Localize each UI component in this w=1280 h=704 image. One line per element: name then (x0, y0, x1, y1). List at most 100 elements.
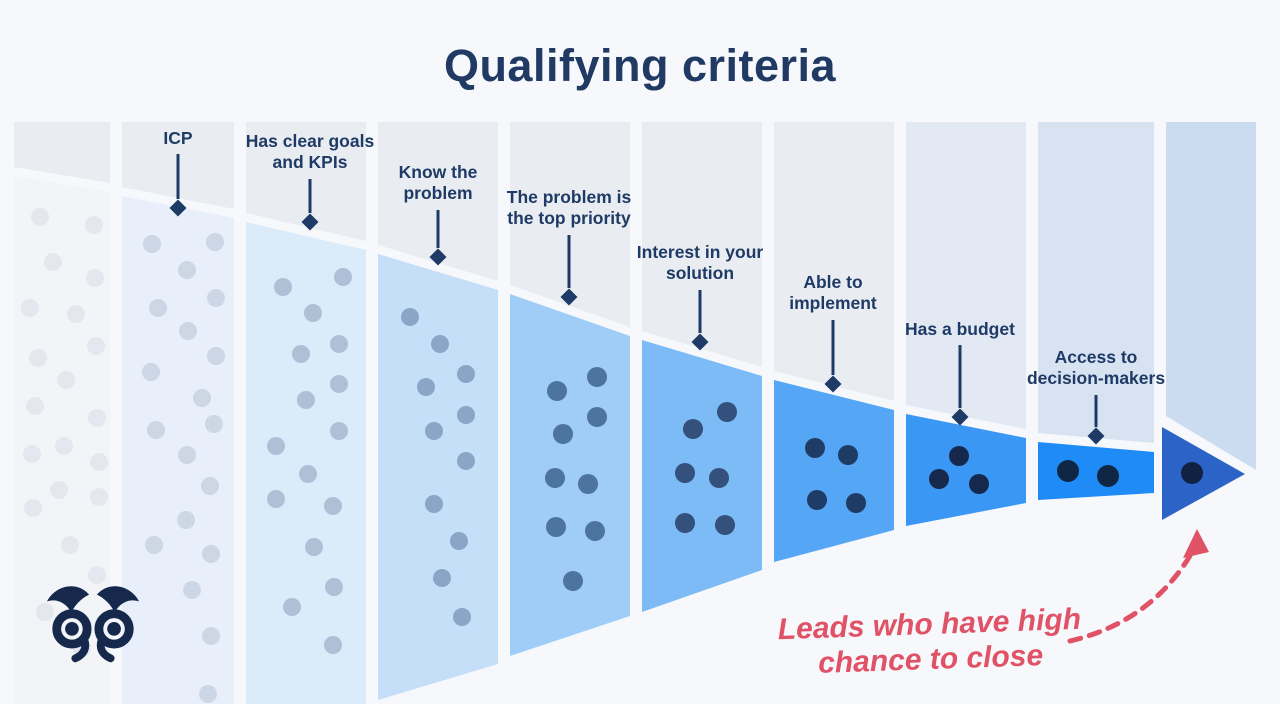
lead-dot (330, 375, 348, 393)
lead-dot (330, 335, 348, 353)
lead-dot (324, 636, 342, 654)
lead-dot (88, 409, 106, 427)
lead-dot (55, 437, 73, 455)
lead-dot (563, 571, 583, 591)
lead-dot (193, 389, 211, 407)
lead-dot (57, 371, 75, 389)
lead-dot (545, 468, 565, 488)
lead-dot (29, 349, 47, 367)
lead-dot (297, 391, 315, 409)
lead-dot (417, 378, 435, 396)
criterion-label-goals-kpis: Has clear goals and KPIs (245, 131, 375, 173)
lead-dot (330, 422, 348, 440)
lead-dot (457, 406, 475, 424)
criterion-label-interest: Interest in your solution (636, 242, 764, 284)
criterion-label-decision-makers: Access to decision-makers (1026, 347, 1166, 389)
funnel-segment (378, 254, 498, 700)
lead-dot (425, 495, 443, 513)
dashed-arrow-icon (1067, 551, 1194, 644)
lead-dot (1097, 465, 1119, 487)
criterion-label-know-problem: Know the problem (398, 162, 478, 204)
lead-dot (578, 474, 598, 494)
lead-dot (142, 363, 160, 381)
lead-dot (206, 233, 224, 251)
funnel-segment (1038, 442, 1154, 500)
lead-dot (267, 490, 285, 508)
lead-dot (334, 268, 352, 286)
label-pointer-diamond-icon (951, 408, 969, 426)
lead-dot (207, 347, 225, 365)
lead-dot (178, 446, 196, 464)
lead-dot (86, 269, 104, 287)
funnel-column-header (1166, 122, 1256, 470)
lead-dot (675, 513, 695, 533)
lead-dot (50, 481, 68, 499)
lead-dot (969, 474, 989, 494)
lead-dot (87, 337, 105, 355)
lead-dot (1181, 462, 1203, 484)
lead-dot (585, 521, 605, 541)
funnel-segment (246, 222, 366, 704)
lead-dot (201, 477, 219, 495)
lead-dot (304, 304, 322, 322)
lead-dot (401, 308, 419, 326)
lead-dot (846, 493, 866, 513)
lead-dot (805, 438, 825, 458)
lead-dot (546, 517, 566, 537)
lead-dot (675, 463, 695, 483)
lead-dot (709, 468, 729, 488)
lead-dot (199, 685, 217, 703)
lead-dot (587, 407, 607, 427)
lead-dot (553, 424, 573, 444)
lead-dot (44, 253, 62, 271)
lead-dot (143, 235, 161, 253)
funnel-column-header (378, 122, 498, 281)
label-pointer-diamond-icon (824, 375, 842, 393)
funnel-column-header (774, 122, 894, 401)
lead-dot (179, 322, 197, 340)
lead-dot (717, 402, 737, 422)
lead-dot (547, 381, 567, 401)
funnel-segment (642, 340, 762, 612)
lead-dot (183, 581, 201, 599)
lead-dot (299, 465, 317, 483)
lead-dot (149, 299, 167, 317)
lead-dot (450, 532, 468, 550)
funnel-column-header (510, 122, 630, 327)
lead-dot (207, 289, 225, 307)
lead-dot (949, 446, 969, 466)
lead-dot (324, 497, 342, 515)
funnel-column-header (642, 122, 762, 367)
funnel-segment (906, 414, 1026, 526)
lead-dot (36, 603, 54, 621)
label-pointer-diamond-icon (560, 288, 578, 306)
funnel-column-header (246, 122, 366, 241)
lead-dot (26, 397, 44, 415)
lead-dot (205, 415, 223, 433)
annotation-leads-close: Leads who have high chance to close (777, 602, 1082, 680)
owl-logo-icon (46, 586, 140, 663)
lead-dot (457, 365, 475, 383)
lead-dot (61, 536, 79, 554)
criterion-label-top-priority: The problem is the top priority (506, 187, 632, 229)
lead-dot (715, 515, 735, 535)
lead-dot (1057, 460, 1079, 482)
lead-dot (23, 445, 41, 463)
lead-dot (683, 419, 703, 439)
lead-dot (457, 452, 475, 470)
lead-dot (202, 627, 220, 645)
lead-dot (431, 335, 449, 353)
lead-dot (202, 545, 220, 563)
lead-dot (90, 453, 108, 471)
lead-dot (85, 216, 103, 234)
funnel-column-header (906, 122, 1026, 429)
funnel-segment (122, 196, 234, 704)
lead-dot (145, 536, 163, 554)
lead-dot (267, 437, 285, 455)
lead-dot (24, 499, 42, 517)
criterion-label-able-implement: Able to implement (789, 272, 877, 314)
lead-dot (305, 538, 323, 556)
lead-dot (88, 566, 106, 584)
lead-dot (807, 490, 827, 510)
